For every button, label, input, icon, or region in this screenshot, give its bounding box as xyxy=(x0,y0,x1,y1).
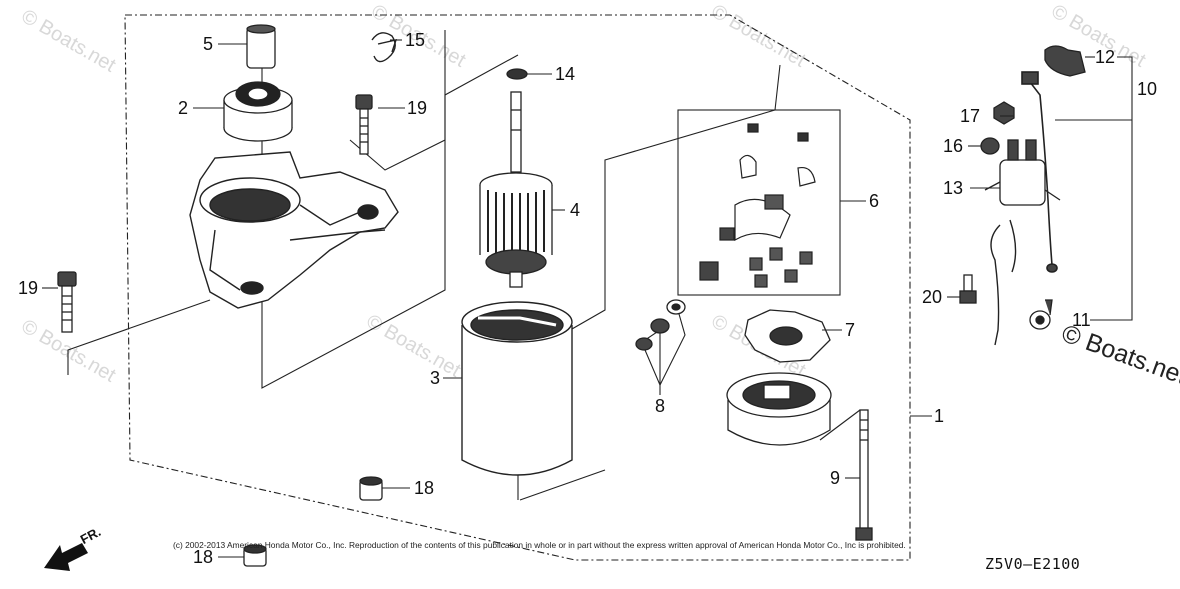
pinion-gear-part xyxy=(223,81,293,142)
clip-part xyxy=(371,32,398,63)
rear-cover-part xyxy=(726,372,832,446)
front-direction-arrow-icon xyxy=(44,543,88,571)
collar-part xyxy=(243,544,267,567)
callout-6: 6 xyxy=(869,191,879,211)
callout-14: 14 xyxy=(555,64,575,84)
callout-3: 3 xyxy=(430,368,440,388)
yoke-part xyxy=(461,301,573,476)
callout-20: 20 xyxy=(922,287,942,307)
brush-set-part xyxy=(699,123,816,288)
armature-part xyxy=(479,91,553,288)
callout-18: 18 xyxy=(414,478,434,498)
grommet-part xyxy=(635,299,686,351)
starter-bracket-part xyxy=(189,151,399,309)
callout-16: 16 xyxy=(943,136,963,156)
cable-part xyxy=(1021,71,1058,273)
diagram-code: Z5V0—E2100 xyxy=(985,555,1081,573)
cable-terminal-part xyxy=(1029,299,1053,330)
callout-13: 13 xyxy=(943,178,963,198)
watermarks: © Boats.net © Boats.net © Boats.net © Bo… xyxy=(18,0,1150,387)
callout-19: 19 xyxy=(407,98,427,118)
callout-5: 5 xyxy=(203,34,213,54)
collar-part xyxy=(359,476,383,501)
solenoid-part xyxy=(984,139,1061,206)
terminal-cap-part xyxy=(1044,45,1086,77)
nut-part xyxy=(993,101,1015,125)
callout-9: 9 xyxy=(830,468,840,488)
callout-18: 18 xyxy=(193,547,213,567)
callout-12: 12 xyxy=(1095,47,1115,67)
bolt-part xyxy=(959,274,977,304)
washer-part xyxy=(506,68,528,80)
bolt-part xyxy=(355,94,373,155)
bolt-part xyxy=(57,271,77,333)
callout-10: 10 xyxy=(1137,79,1157,99)
callouts: 5 2 19 15 14 4 3 6 7 8 9 1 12 10 17 16 1… xyxy=(18,30,1157,567)
watermark: © Boats.net xyxy=(363,310,465,382)
stop-collar-part xyxy=(246,24,276,69)
callout-19: 19 xyxy=(18,278,38,298)
wire-harness-part xyxy=(990,219,1017,346)
copyright-notice: (c) 2002-2013 American Honda Motor Co., … xyxy=(173,540,906,550)
assembly-outline xyxy=(124,14,911,561)
callout-15: 15 xyxy=(405,30,425,50)
watermark: © Boats.net xyxy=(708,0,810,72)
brand-watermark: © Boats.net xyxy=(1058,319,1180,390)
callout-17: 17 xyxy=(960,106,980,126)
callout-8: 8 xyxy=(655,396,665,416)
washer-part xyxy=(980,137,1000,155)
watermark: © Boats.net xyxy=(18,5,120,77)
brush-holder-part xyxy=(744,309,831,363)
leader-lines xyxy=(42,39,1095,558)
callout-7: 7 xyxy=(845,320,855,340)
callout-11: 11 xyxy=(1072,310,1091,330)
through-bolt-part xyxy=(855,409,873,541)
callout-4: 4 xyxy=(570,200,580,220)
callout-1: 1 xyxy=(934,406,944,426)
callout-2: 2 xyxy=(178,98,188,118)
